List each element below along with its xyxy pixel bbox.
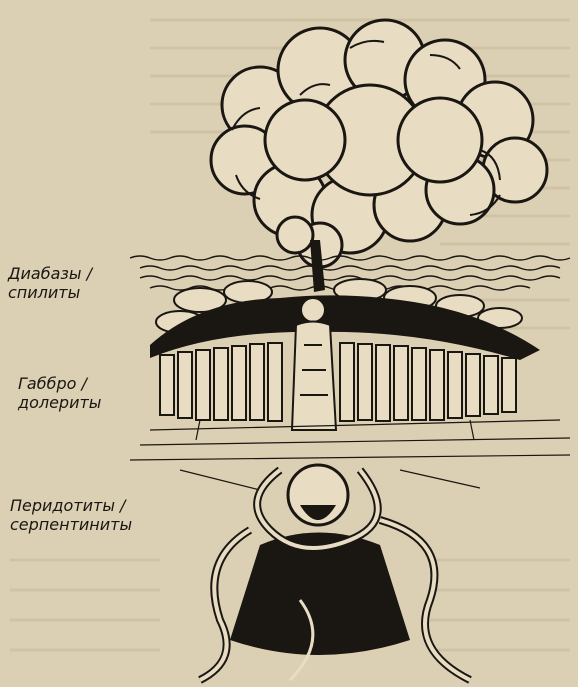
serpent-figure-icon <box>200 465 470 680</box>
volcanic-cloud-icon <box>211 20 547 267</box>
label-diabase-line2: спилиты <box>8 283 92 302</box>
label-gabbro-line1: Габбро / <box>18 374 101 393</box>
label-gabbro-line2: долериты <box>18 393 101 412</box>
label-diabase-spilite: Диабазы / спилиты <box>8 264 92 302</box>
label-peridotite-line1: Перидотиты / <box>10 496 132 515</box>
crust-hatching <box>130 420 570 490</box>
label-peridotite-line2: серпентиниты <box>10 515 132 534</box>
label-peridotite-serpentinite: Перидотиты / серпентиниты <box>10 496 132 534</box>
label-diabase-line1: Диабазы / <box>8 264 92 283</box>
label-gabbro-dolerite: Габбро / долериты <box>18 374 101 412</box>
dike-columns-icon <box>160 343 516 421</box>
